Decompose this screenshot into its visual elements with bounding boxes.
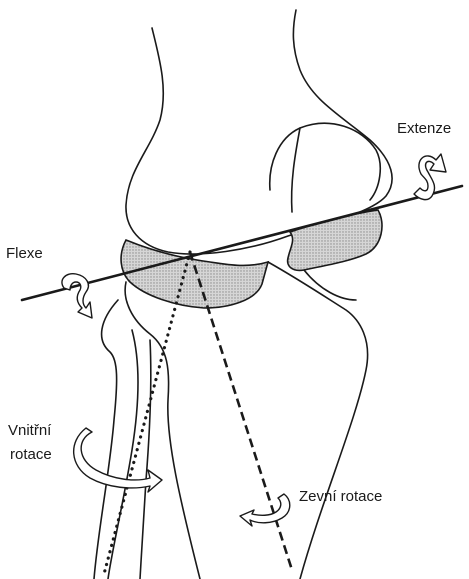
curved-arrow-external-rotation-icon xyxy=(240,494,290,526)
menisci xyxy=(121,210,382,308)
tibia-fibula xyxy=(94,262,368,579)
label-flexion: Flexe xyxy=(6,245,43,262)
curved-arrow-extension-icon xyxy=(414,154,446,200)
label-external-rotation: Zevní rotace xyxy=(299,488,382,505)
label-internal-rotation-line1: Vnitřní xyxy=(8,422,51,439)
curved-arrow-flexion-icon xyxy=(62,274,92,318)
medial-meniscus xyxy=(121,240,268,308)
label-extension: Extenze xyxy=(397,120,451,137)
label-internal-rotation-line2: rotace xyxy=(10,446,52,463)
